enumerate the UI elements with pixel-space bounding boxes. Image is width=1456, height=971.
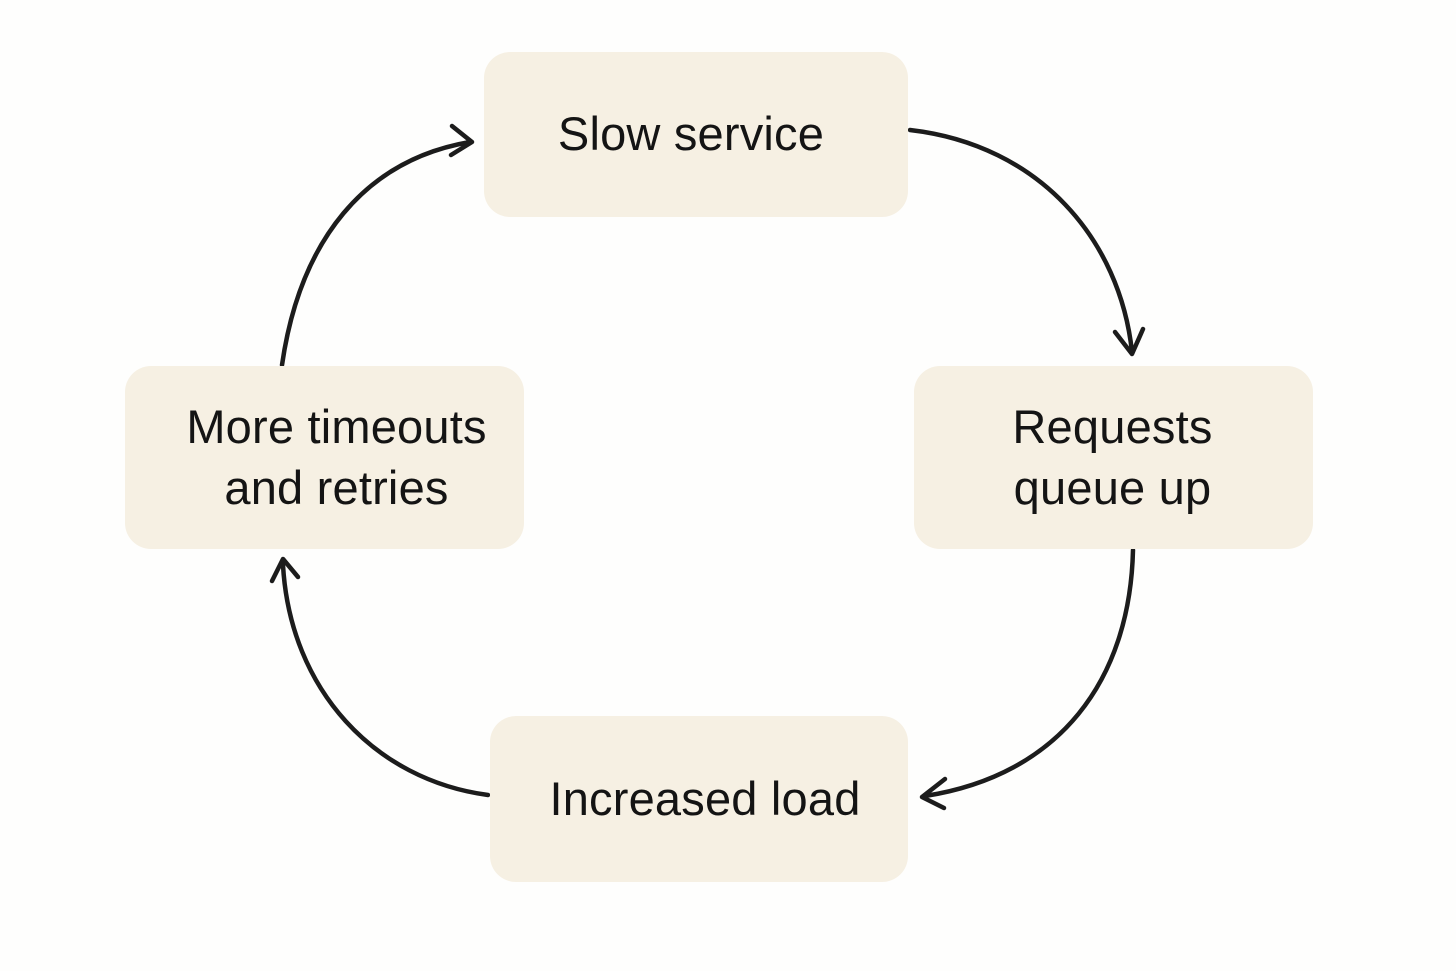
node-slow-service-label: Slow service bbox=[557, 107, 825, 161]
arrowhead-queue-to-load bbox=[919, 776, 948, 811]
node-requests-queue-up-line-2: queue up bbox=[1013, 460, 1212, 514]
node-more-timeouts-line-1: More timeouts bbox=[186, 400, 487, 454]
arrowhead-slow-to-queue bbox=[1112, 326, 1146, 357]
node-requests-queue-up: Requests queue up bbox=[914, 366, 1313, 549]
node-more-timeouts: More timeouts and retries bbox=[125, 366, 524, 549]
arrowhead-load-to-timeouts bbox=[269, 556, 301, 584]
node-requests-queue-up-line-1: Requests bbox=[1012, 400, 1213, 454]
node-more-timeouts-label: More timeouts and retries bbox=[162, 397, 486, 517]
node-more-timeouts-line-2: and retries bbox=[224, 460, 449, 514]
node-increased-load: Increased load bbox=[490, 716, 908, 882]
arrow-load-to-timeouts bbox=[280, 562, 491, 798]
node-requests-queue-up-label: Requests queue up bbox=[1012, 397, 1214, 517]
arrow-slow-to-queue bbox=[907, 127, 1135, 355]
arrowhead-timeouts-to-slow bbox=[448, 123, 475, 158]
arrow-timeouts-to-slow bbox=[279, 139, 473, 368]
node-increased-load-label: Increased load bbox=[549, 771, 861, 825]
node-slow-service: Slow service bbox=[484, 52, 908, 217]
arrow-queue-to-load bbox=[922, 547, 1136, 799]
